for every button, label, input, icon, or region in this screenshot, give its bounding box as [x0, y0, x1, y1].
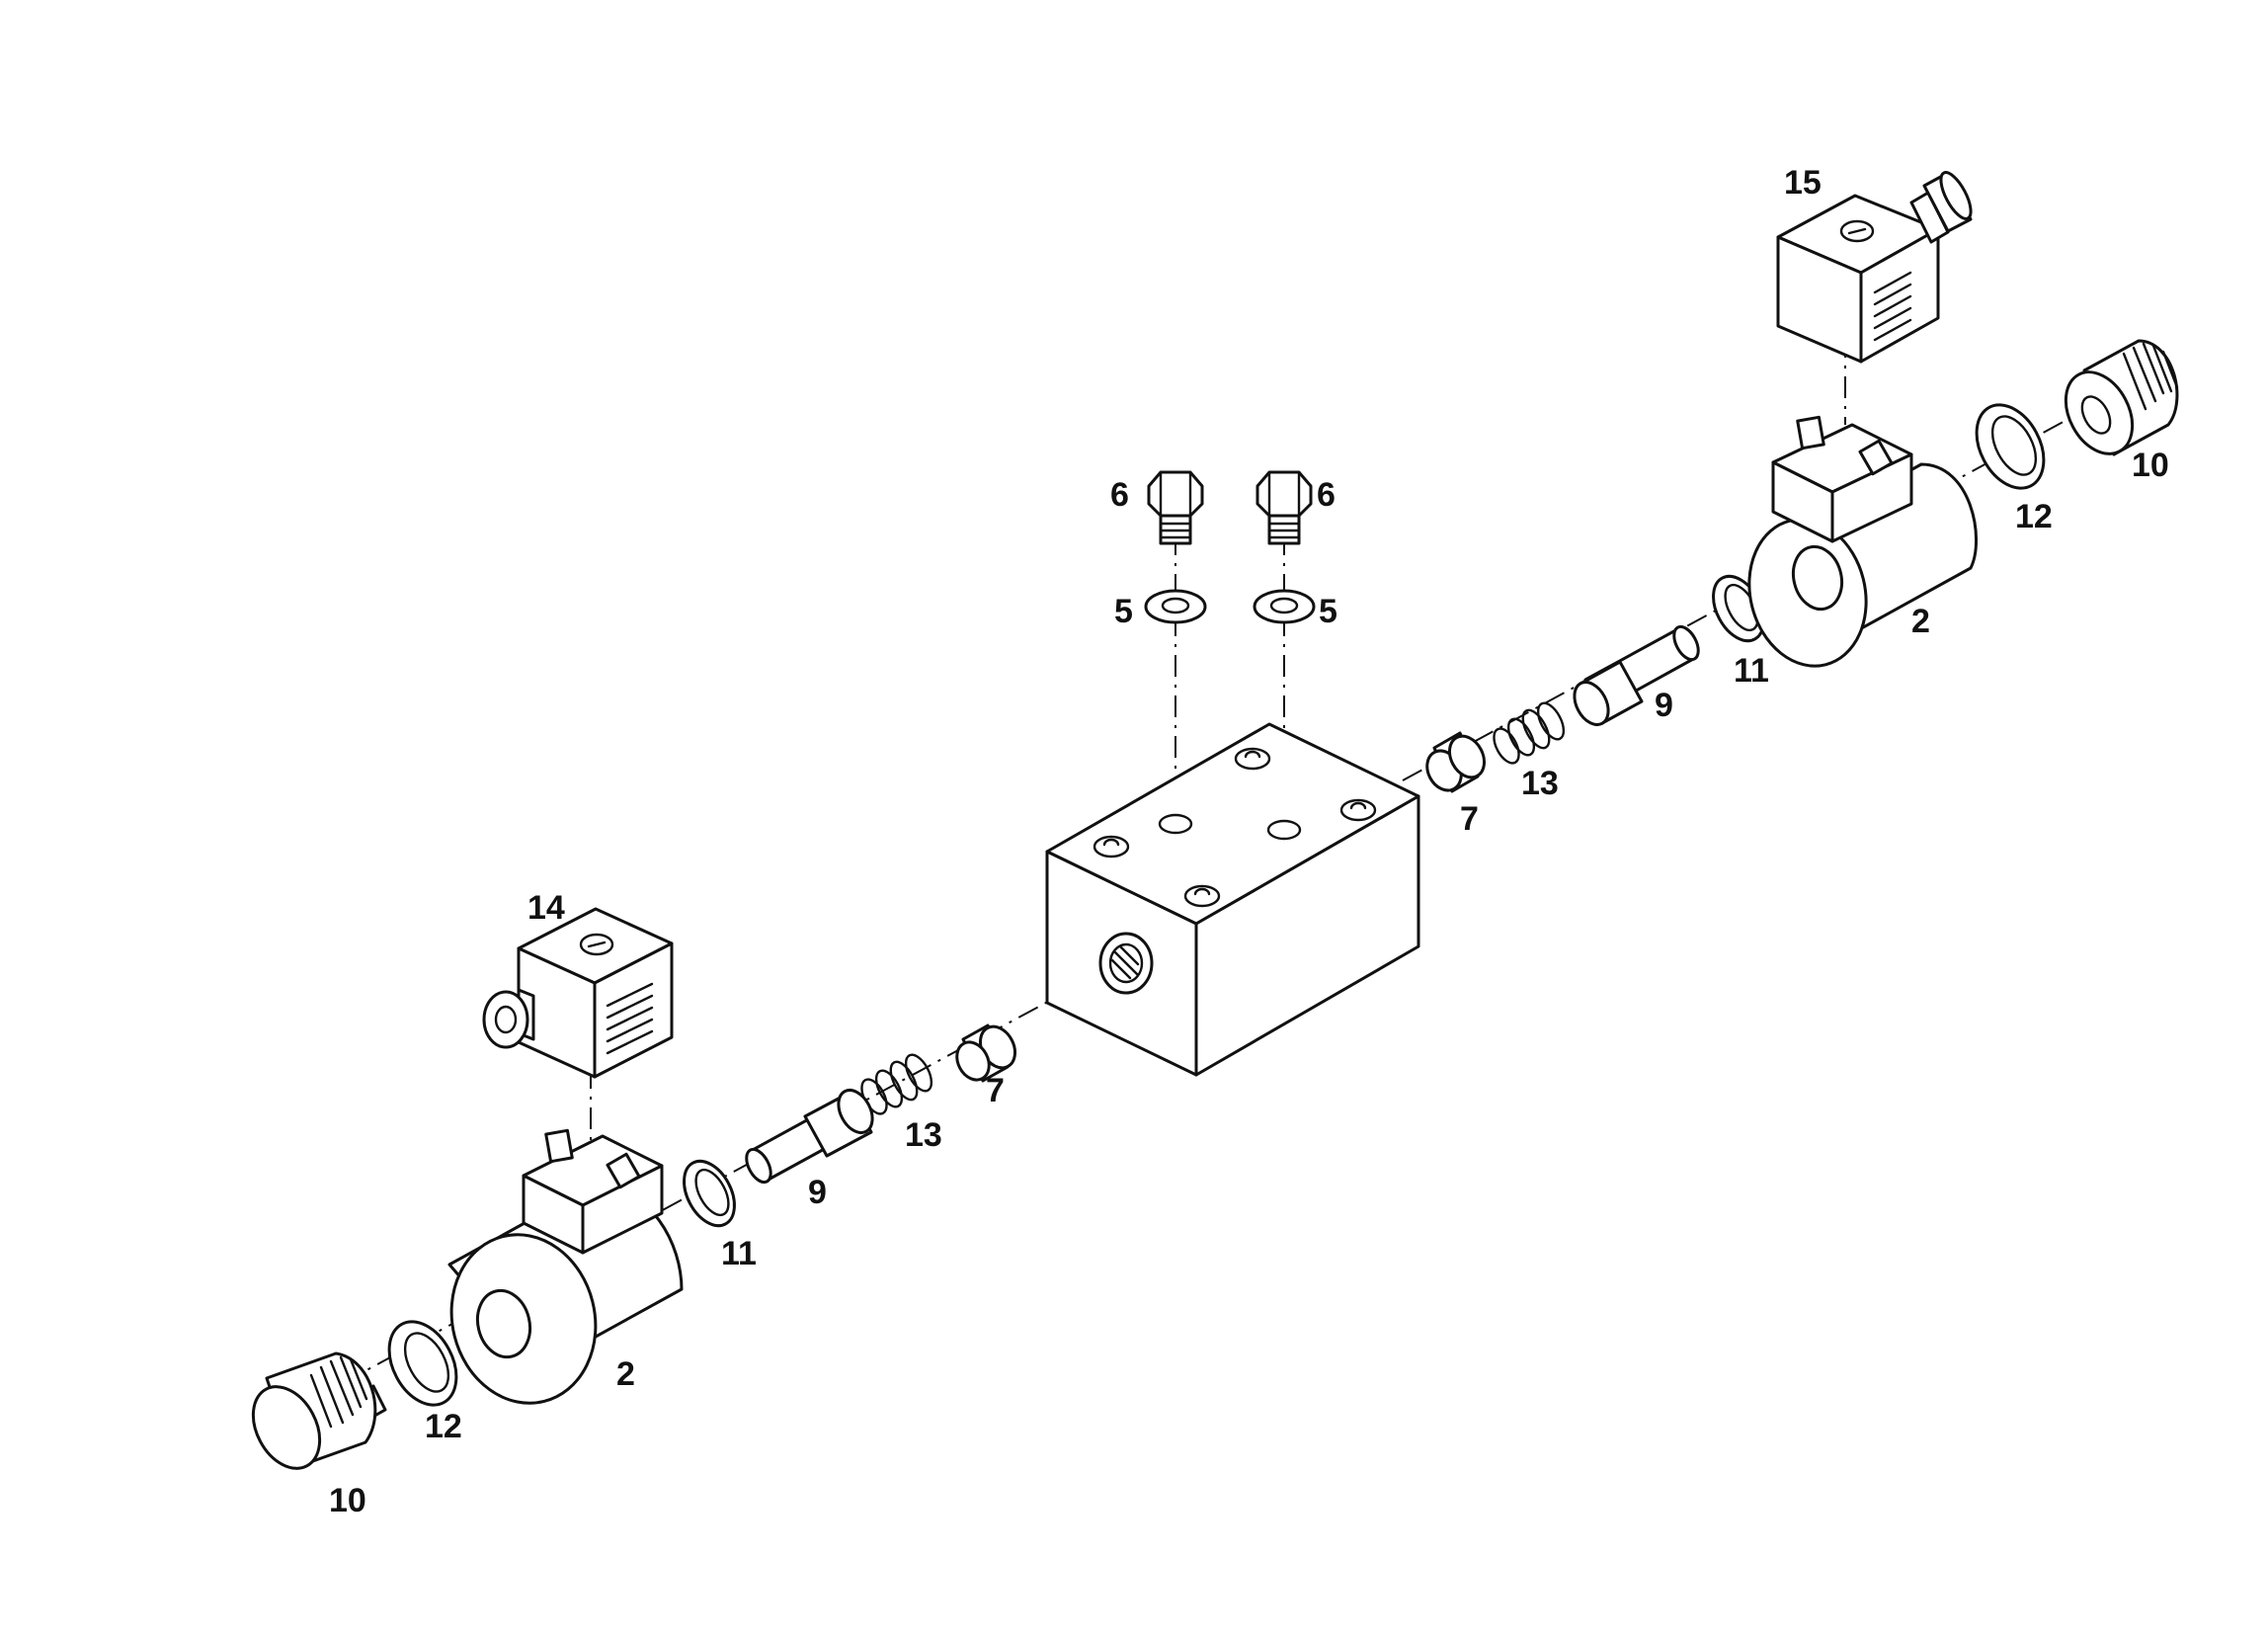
callout-13-left: 13 — [905, 1116, 942, 1154]
washer-5-right[interactable] — [1253, 589, 1316, 624]
plunger-9-right[interactable] — [1568, 622, 1703, 730]
callout-9-left: 9 — [808, 1174, 827, 1211]
knob-10-left[interactable] — [240, 1351, 387, 1480]
seat-7-right[interactable] — [1420, 730, 1491, 796]
callout-9-right: 9 — [1655, 687, 1673, 724]
callout-5-right: 5 — [1319, 593, 1337, 630]
callout-15: 15 — [1784, 164, 1822, 202]
callout-11-right: 11 — [1734, 652, 1769, 690]
connector-15[interactable] — [1776, 168, 1977, 364]
coil-2-left[interactable] — [434, 1128, 684, 1419]
callout-11-left: 11 — [721, 1235, 757, 1272]
callout-6-right: 6 — [1317, 476, 1336, 514]
washer-12-right[interactable] — [1963, 393, 2057, 500]
callout-7-right: 7 — [1460, 800, 1479, 838]
callout-13-right: 13 — [1521, 765, 1559, 802]
washer-5-left[interactable] — [1144, 589, 1207, 624]
plunger-9-left[interactable] — [742, 1085, 879, 1186]
callout-12-right: 12 — [2015, 498, 2053, 535]
callout-7-left: 7 — [986, 1072, 1005, 1109]
oring-11-left[interactable] — [674, 1153, 745, 1234]
callout-labels: 15 10 12 2 6 6 5 5 11 9 13 7 14 7 13 9 1… — [329, 164, 2169, 1519]
coil-2-right[interactable] — [1735, 415, 1979, 679]
callout-14: 14 — [527, 889, 565, 927]
callout-6-left: 6 — [1110, 476, 1129, 514]
washer-12-left[interactable] — [375, 1310, 469, 1417]
seat-7-left[interactable] — [950, 1021, 1021, 1086]
knob-10-right[interactable] — [2053, 339, 2179, 465]
callout-2-right: 2 — [1911, 603, 1930, 640]
callout-10-right: 10 — [2132, 447, 2169, 484]
callout-12-left: 12 — [425, 1408, 462, 1445]
callout-5-left: 5 — [1114, 593, 1133, 630]
callout-2-left: 2 — [616, 1355, 635, 1393]
plug-6-right[interactable] — [1256, 470, 1313, 545]
callout-10-left: 10 — [329, 1482, 366, 1519]
spring-13-right[interactable] — [1489, 699, 1569, 768]
manifold-block[interactable] — [1045, 722, 1420, 1077]
connector-14[interactable] — [482, 907, 674, 1079]
plug-6-left[interactable] — [1147, 470, 1204, 545]
